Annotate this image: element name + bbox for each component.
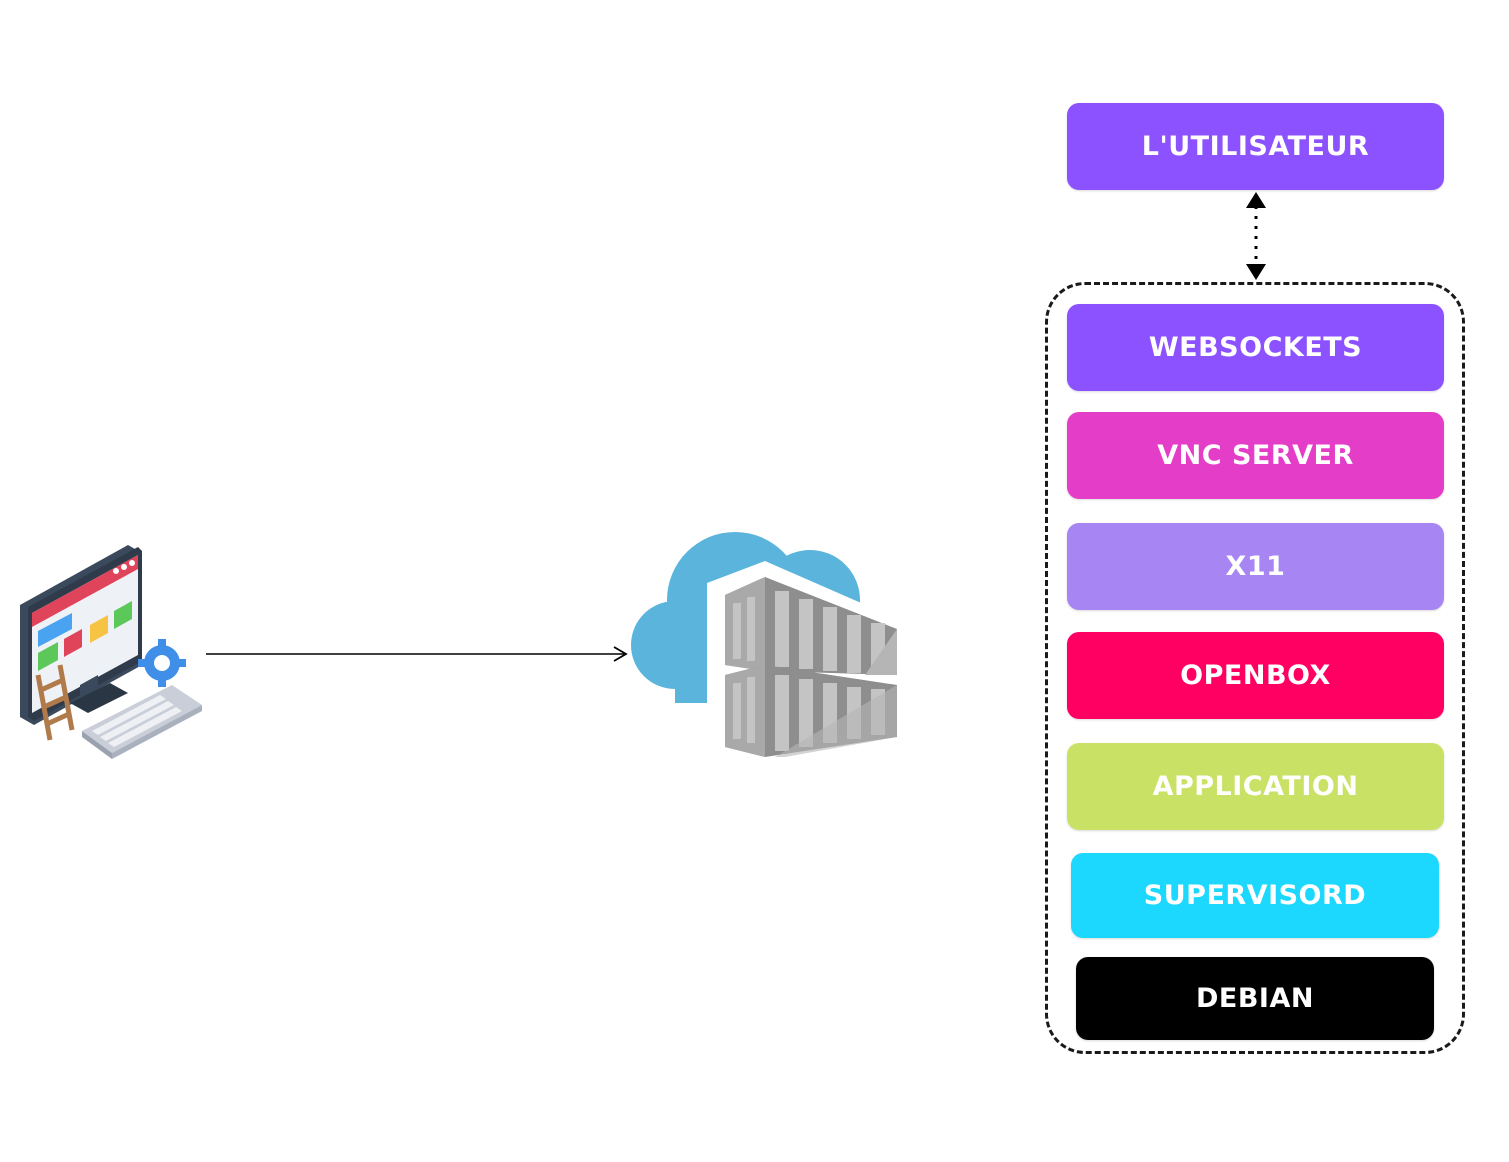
user-box-label: L'UTILISATEUR [1141,131,1370,162]
layer-label: WEBSOCKETS [1148,332,1363,363]
layer-label: DEBIAN [1196,983,1314,1014]
layer-label: X11 [1225,551,1286,582]
container-frame [1045,282,1465,1054]
connection-arrow [206,646,628,662]
cloud-container-icon [631,532,900,765]
layer-label: VNC SERVER [1157,440,1354,471]
layer-openbox: OPENBOX [1067,632,1444,719]
layer-label: OPENBOX [1180,660,1331,691]
layer-label: APPLICATION [1152,771,1359,802]
user-box: L'UTILISATEUR [1067,103,1444,190]
layer-application: APPLICATION [1067,743,1444,830]
layer-x11: X11 [1067,523,1444,610]
bidirectional-dotted-arrow [1246,192,1266,280]
desktop-computer-icon [20,545,202,759]
layer-supervisord: SUPERVISORD [1071,853,1439,938]
layer-label: SUPERVISORD [1143,880,1367,911]
layer-websockets: WEBSOCKETS [1067,304,1444,391]
layer-vnc-server: VNC SERVER [1067,412,1444,499]
layer-debian: DEBIAN [1076,957,1434,1040]
